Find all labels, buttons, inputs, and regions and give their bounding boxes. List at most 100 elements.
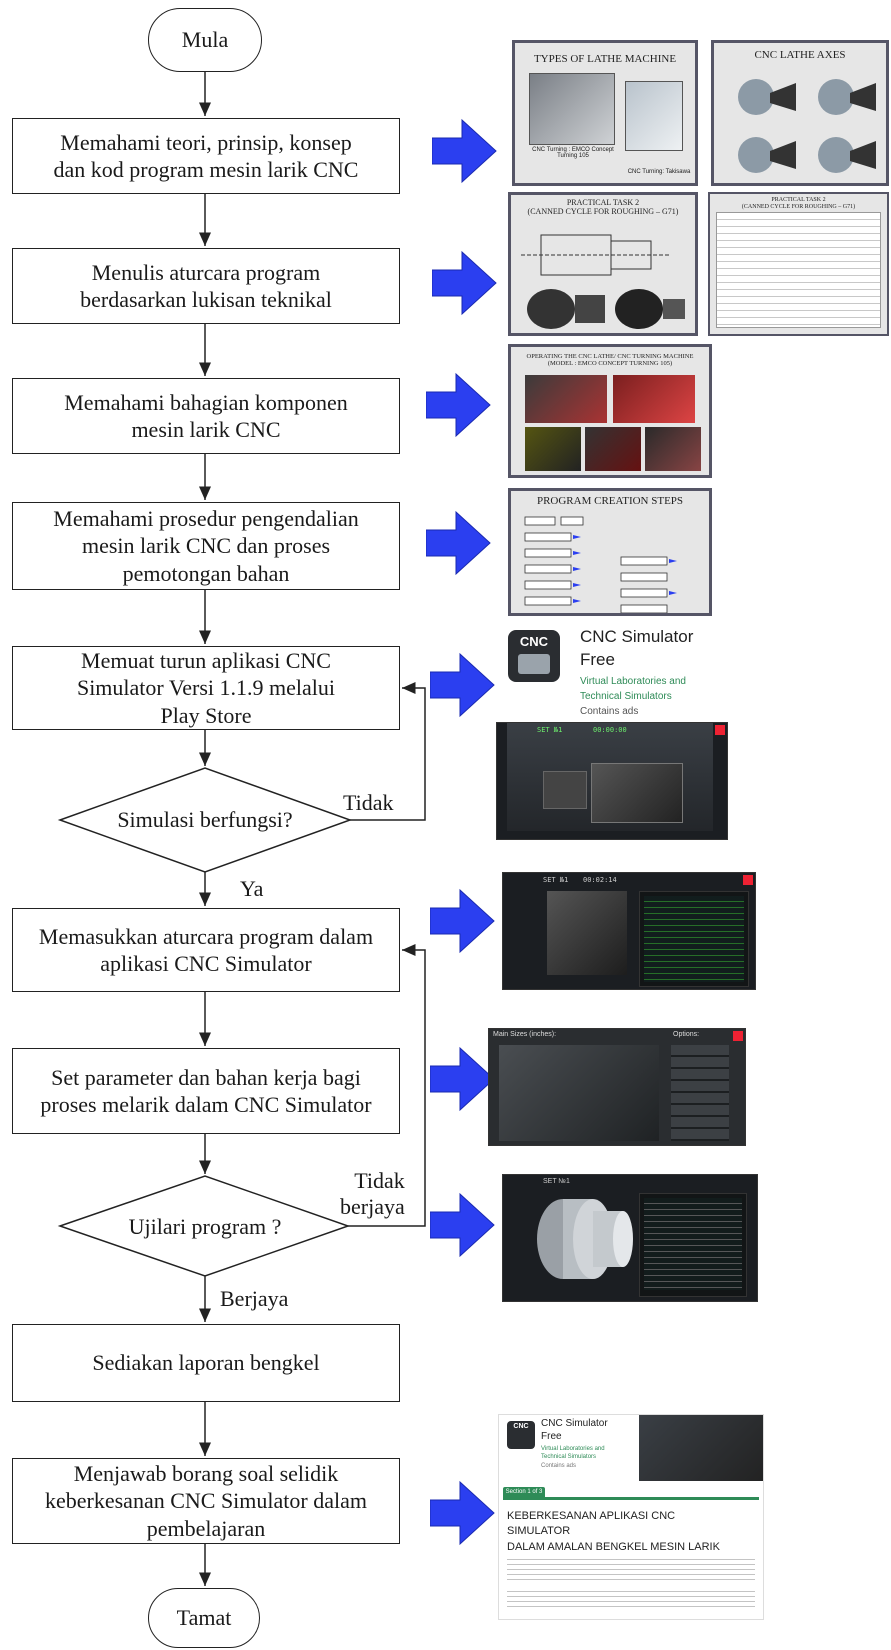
decision2-yes-label: Berjaya	[220, 1286, 289, 1311]
sim2-time-label: 00:02:14	[583, 876, 617, 884]
decision1-diamond	[57, 767, 353, 873]
end-terminal: Tamat	[148, 1588, 260, 1648]
step4-line3: pemotongan bahan	[122, 560, 290, 586]
gcode-editor	[639, 1193, 747, 1297]
slide-operating-cnc-lathe: OPERATING THE CNC LATHE/ CNC TURNING MAC…	[508, 344, 712, 478]
connector-decision1-loop	[350, 682, 426, 821]
step-prepare-report: Sediakan laporan bengkel	[12, 1324, 400, 1402]
form-section-tab: Section 1 of 3	[503, 1487, 545, 1497]
slide-types-caption-2: CNC Turning: Takisawa	[627, 169, 691, 175]
cnc-app-icon: CNC	[507, 1421, 535, 1449]
connector-decision2-loop	[348, 944, 426, 1227]
slide-operating-title-line2: (MODEL : EMCO CONCEPT TURNING 105)	[547, 360, 673, 368]
form-title-line1: KEBERKESANAN APLIKASI CNC SIMULATOR	[507, 1510, 676, 1538]
blue-arrow-icon	[430, 1480, 495, 1546]
form-app-name-line2: Free	[541, 1431, 562, 1442]
blue-arrow-icon	[432, 118, 497, 184]
store-contains-ads: Contains ads	[580, 706, 639, 717]
slide-table-title: PRACTICAL TASK 2(CANNED CYCLE FOR ROUGHI…	[710, 197, 887, 210]
blue-arrow-icon	[426, 510, 491, 576]
step4-line2: mesin larik CNC dan proses	[81, 533, 331, 559]
end-label: Tamat	[176, 1605, 232, 1630]
control-panel-image	[543, 771, 587, 809]
decision2-no-label: Tidak berjaya	[340, 1168, 405, 1221]
blue-arrow-icon	[430, 1192, 495, 1258]
sim1-time-label: 00:00:00	[593, 726, 627, 734]
blue-arrow-icon	[430, 1046, 495, 1112]
decision2-no-line1: Tidak	[354, 1168, 405, 1193]
form-section-bar	[503, 1497, 759, 1500]
lathe-machine-image	[529, 73, 615, 145]
sim3-main-sizes-label: Main Sizes (inches):	[493, 1031, 557, 1038]
store-app-name-line1: CNC Simulator	[580, 627, 694, 646]
step7-line1: Set parameter dan bahan kerja bagi	[51, 1064, 361, 1090]
slide-table-title-line1: PRACTICAL TASK 2	[771, 197, 826, 203]
simulator-screen-settings: Main Sizes (inches): Options:	[488, 1028, 746, 1146]
start-label: Mula	[181, 27, 229, 52]
step2-line2: berdasarkan lukisan teknikal	[80, 287, 332, 312]
step3-line1: Memahami bahagian komponen	[64, 389, 348, 415]
blue-arrow-icon	[426, 372, 491, 438]
step3-line2: mesin larik CNC	[131, 417, 281, 442]
form-banner-image	[639, 1415, 763, 1481]
store-developer-line2: Technical Simulators	[580, 691, 672, 702]
step6-line2: aplikasi CNC Simulator	[100, 951, 312, 976]
workpiece-settings-view	[499, 1045, 659, 1141]
lathe-axes-illustration	[738, 79, 876, 173]
simulator-screen-machine: SET №1 00:00:00	[496, 722, 728, 840]
slide-task-title-line1: PRACTICAL TASK 2	[566, 198, 640, 207]
simulator-screen-program: SET №1 00:02:14	[502, 872, 756, 990]
lathe-machine-image	[591, 763, 683, 823]
step4-line1: Memahami prosedur pengendalian	[53, 505, 359, 531]
step6-line1: Memasukkan aturcara program dalam	[38, 923, 374, 949]
sim1-set-label: SET №1	[537, 726, 563, 734]
form-developer-line1: Virtual Laboratories and	[541, 1446, 605, 1452]
store-developer-line1: Virtual Laboratories and	[580, 676, 686, 687]
decision1-label: Simulasi berfungsi?	[117, 807, 293, 832]
form-title-line2: DALAM AMALAN BENGKEL MESIN LARIK	[507, 1540, 720, 1553]
close-icon	[743, 875, 753, 885]
gcode-editor	[639, 891, 749, 987]
simulator-screen-result: SET №1	[502, 1174, 758, 1302]
form-app-name-line1: CNC Simulator	[541, 1418, 608, 1429]
options-panel	[671, 1045, 729, 1141]
step9-line1: Menjawab borang soal selidik	[73, 1460, 339, 1486]
decision1-yes-label: Ya	[240, 876, 264, 901]
program-table	[716, 212, 881, 328]
slide-task-title-line2: (CANNED CYCLE FOR ROUGHING – G71)	[527, 206, 679, 216]
gcode-lines	[644, 896, 744, 982]
slide-operating-title-line1: OPERATING THE CNC LATHE/ CNC TURNING MAC…	[526, 353, 694, 360]
step7-line2: proses melarik dalam CNC Simulator	[40, 1092, 372, 1117]
slide-types-caption-1: CNC Turning : EMCO Concept Turning 105	[532, 147, 614, 159]
decision2-diamond	[57, 1175, 351, 1277]
sim4-set-label: SET №1	[543, 1178, 570, 1185]
machine-photo	[585, 427, 641, 471]
cnc-app-icon: CNC	[508, 630, 560, 682]
sim3-options-label: Options:	[673, 1031, 700, 1038]
machine-photo	[645, 427, 701, 471]
app-icon-lathe-shape	[518, 654, 550, 674]
form-developer-line2: Technical Simulators	[541, 1454, 597, 1461]
slide-axes-title: CNC LATHE AXES	[754, 49, 846, 61]
workpiece-view	[547, 891, 627, 975]
lathe-machine-image	[625, 81, 683, 151]
step8-label: Sediakan laporan bengkel	[92, 1350, 320, 1376]
program-steps-flowchart	[524, 516, 677, 613]
slide-operating-title: OPERATING THE CNC LATHE/ CNC TURNING MAC…	[511, 353, 709, 368]
decision2-no-line2: berjaya	[340, 1194, 405, 1220]
slide-task-title: PRACTICAL TASK 2(CANNED CYCLE FOR ROUGHI…	[511, 198, 695, 217]
technical-drawing-illustration	[521, 234, 685, 329]
